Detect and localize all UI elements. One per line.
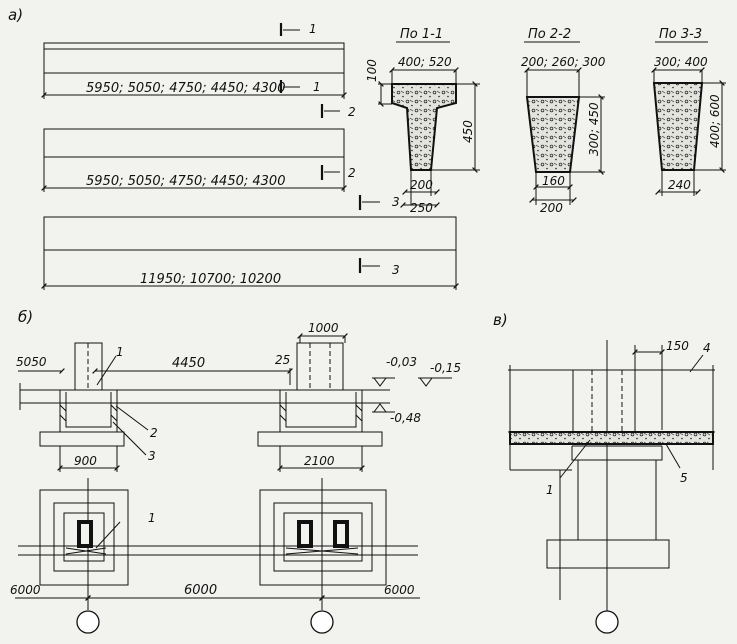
callout-5: 5: [680, 471, 688, 485]
section-2-2-bottom-dim: 200: [540, 201, 563, 215]
section-1-1-bottom-dim: 250: [410, 201, 433, 215]
level-048: -0,48: [390, 411, 421, 425]
dim-25: 25: [275, 353, 290, 367]
dim-5050: 5050: [16, 355, 47, 369]
callout-1-elev: 1: [116, 345, 124, 359]
dim-2100: 2100: [304, 454, 335, 468]
beam-2: 5950; 5050; 4750; 4450; 4300 2 2: [41, 104, 356, 192]
section-3-3-title: По 3-3: [659, 27, 702, 42]
section-3-3-height-dim: 400; 600: [708, 94, 722, 148]
callout-1-plan: 1: [148, 511, 156, 525]
section-1-1-title: По 1-1: [400, 27, 443, 42]
section-3-3: По 3-3 300; 400 400; 600 240: [651, 27, 726, 196]
detail-v: 150 4 1 5: [508, 339, 715, 634]
callout-2: 2: [150, 426, 158, 440]
section-1-1-flange-dim: 100: [365, 59, 379, 82]
part-label-a: а): [8, 6, 23, 24]
beam-2-mark-bottom: 2: [348, 166, 356, 180]
section-1-1-top-dim: 400; 520: [398, 55, 452, 69]
beam-1-mark-bottom: 1: [313, 80, 321, 94]
dim-1000: 1000: [308, 321, 339, 335]
section-2-2-height-dim: 300; 450: [587, 102, 601, 156]
section-2-2-title: По 2-2: [528, 27, 571, 42]
beam-2-length: 5950; 5050; 4750; 4450; 4300: [86, 174, 285, 189]
section-1-1-height-dim: 450: [461, 120, 475, 143]
beam-1-length: 5950; 5050; 4750; 4450; 4300: [86, 81, 285, 96]
plan-b: 1 6000 6000 6000: [10, 478, 420, 634]
beam-3-length: 11950; 10700; 10200: [140, 272, 281, 287]
callout-3: 3: [148, 449, 156, 463]
level-015: -0,15: [430, 361, 461, 375]
section-1-1-web-dim: 200: [410, 178, 433, 192]
callout-4: 4: [703, 341, 711, 355]
callout-1-detail: 1: [546, 483, 554, 497]
beam-3-mark-top: 3: [392, 195, 400, 209]
section-2-2: По 2-2 200; 260; 300 300; 450 160 200: [521, 27, 606, 215]
elevation-b: 5050 4450 1000 25 -0,03 -0,15 -0,48 1 2 …: [16, 321, 461, 472]
beam-2-mark-top: 2: [348, 105, 356, 119]
section-2-2-top-dim: 200; 260; 300: [521, 55, 606, 69]
section-3-3-top-dim: 300; 400: [654, 55, 708, 69]
part-label-b: б): [18, 308, 33, 326]
axis-marker-left: [76, 610, 100, 634]
dim-6000-left: 6000: [10, 583, 41, 597]
section-2-2-inner-dim: 160: [542, 174, 565, 188]
axis-marker-right: [595, 610, 619, 634]
beam-1: 5950; 5050; 4750; 4450; 4300 1 1: [41, 22, 347, 99]
dim-6000-right: 6000: [384, 583, 415, 597]
dim-150: 150: [666, 339, 689, 353]
section-3-3-bottom-dim: 240: [668, 178, 691, 192]
dim-6000-middle: 6000: [184, 583, 217, 598]
section-1-1: По 1-1 400; 520 100 450 200 250: [365, 27, 480, 215]
part-label-v: в): [493, 311, 508, 329]
level-003: -0,03: [386, 355, 417, 369]
beam-3: 11950; 10700; 10200 3 3: [41, 195, 459, 290]
dim-900: 900: [74, 454, 97, 468]
dim-4450: 4450: [172, 356, 205, 371]
beam-1-mark-top: 1: [309, 22, 317, 36]
axis-marker-middle: [310, 610, 334, 634]
beam-3-mark-bottom: 3: [392, 263, 400, 277]
